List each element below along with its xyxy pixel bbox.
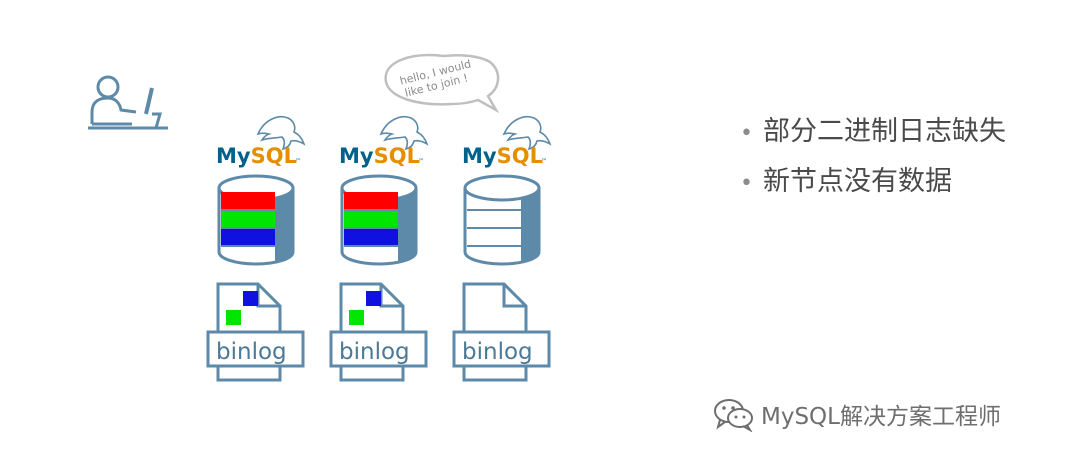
mysql-node-2: MySQL ™ binlog	[329, 115, 428, 382]
mysql-node-new: MySQL ™ binlog	[452, 115, 551, 382]
binlog-block-blue	[366, 291, 381, 306]
mysql-logo-sql: SQL	[497, 144, 543, 168]
db-data-blue	[344, 228, 398, 246]
mysql-logo-tm: ™	[541, 158, 547, 165]
svg-text:MySQL: MySQL	[339, 144, 420, 168]
db-data-green	[344, 210, 398, 228]
mysql-logo-sql: SQL	[374, 144, 420, 168]
db-data-green	[221, 210, 275, 228]
binlog-block-green	[349, 310, 364, 325]
mysql-node-1: MySQL ™ binlog	[206, 115, 305, 382]
binlog-file-icon: binlog	[329, 282, 428, 382]
binlog-block-green	[226, 310, 241, 325]
mysql-logo-sql: SQL	[251, 144, 297, 168]
binlog-file-icon: binlog	[452, 282, 551, 382]
mysql-logo: MySQL ™	[462, 115, 551, 168]
mysql-logo-my: My	[462, 144, 497, 168]
mysql-logo-tm: ™	[418, 158, 424, 165]
db-data-red	[221, 192, 275, 210]
bullet-text: 新节点没有数据	[762, 166, 952, 197]
user-at-computer-icon	[88, 75, 168, 130]
db-data-red	[344, 192, 398, 210]
binlog-label: binlog	[216, 339, 287, 365]
svg-text:MySQL: MySQL	[216, 144, 297, 168]
watermark: MySQL解决方案工程师	[713, 396, 1001, 432]
mysql-logo-tm: ™	[295, 158, 301, 165]
wechat-icon	[714, 399, 753, 432]
binlog-block-blue	[243, 291, 258, 306]
watermark-text: MySQL解决方案工程师	[761, 404, 1001, 430]
binlog-label: binlog	[462, 339, 533, 365]
svg-text:MySQL: MySQL	[462, 144, 543, 168]
database-icon	[340, 174, 418, 266]
database-icon	[463, 174, 541, 266]
bullet-dot-icon: •	[740, 121, 753, 146]
bullet-item: • 新节点没有数据	[740, 158, 1006, 208]
binlog-label: binlog	[339, 339, 410, 365]
mysql-logo: MySQL ™	[339, 115, 428, 168]
bullet-dot-icon: •	[740, 171, 753, 196]
bullet-item: • 部分二进制日志缺失	[740, 108, 1006, 158]
mysql-logo-my: My	[216, 144, 251, 168]
bullet-text: 部分二进制日志缺失	[762, 116, 1006, 147]
db-data-blue	[221, 228, 275, 246]
bullet-list: • 部分二进制日志缺失 • 新节点没有数据	[740, 108, 1006, 208]
mysql-logo: MySQL ™	[216, 115, 305, 168]
speech-bubble: hello, I would like to join !	[384, 53, 500, 114]
database-icon	[217, 174, 295, 266]
binlog-file-icon: binlog	[206, 282, 305, 382]
mysql-logo-my: My	[339, 144, 374, 168]
